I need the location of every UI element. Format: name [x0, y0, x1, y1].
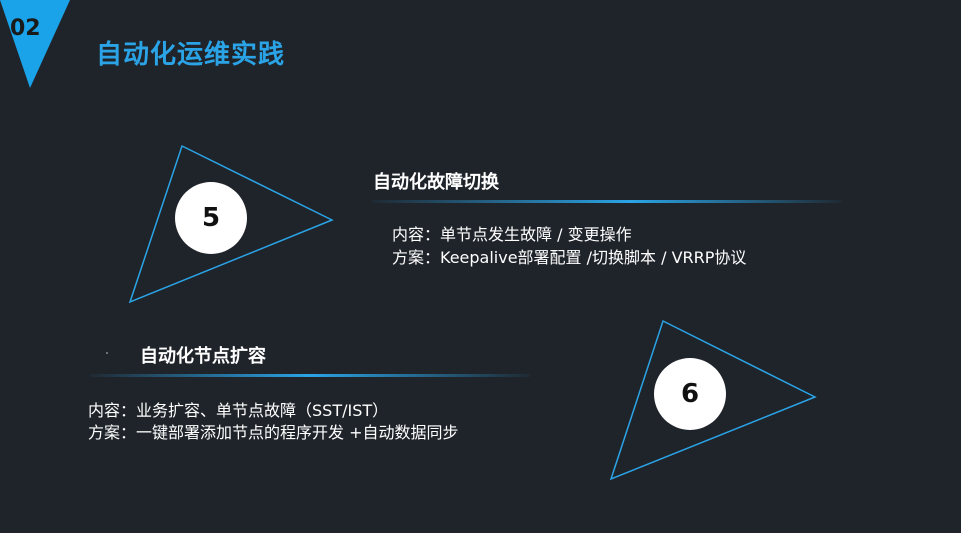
- section-badge-triangle: [0, 0, 70, 88]
- item5-plan-line: 方案：Keepalive部署配置 /切换脚本 / VRRP协议: [392, 248, 747, 267]
- item6-heading: 自动化节点扩容: [140, 346, 266, 367]
- item5-content-line: 内容：单节点发生故障 / 变更操作: [392, 225, 632, 244]
- page-title: 自动化运维实践: [96, 40, 286, 70]
- item6-divider: [90, 374, 530, 377]
- item6-content-line: 内容：业务扩容、单节点故障（SST/IST）: [88, 401, 389, 420]
- item5-heading: 自动化故障切换: [373, 172, 499, 193]
- decorative-dot: [106, 352, 108, 354]
- item6-number-circle: 6: [654, 358, 726, 430]
- section-number: 02: [10, 16, 41, 41]
- item5-divider: [372, 200, 842, 203]
- item6-plan-line: 方案：一键部署添加节点的程序开发 +自动数据同步: [88, 423, 459, 442]
- item6-triangle: [609, 319, 817, 481]
- item5-triangle: [128, 144, 334, 304]
- item5-number-circle: 5: [175, 182, 247, 254]
